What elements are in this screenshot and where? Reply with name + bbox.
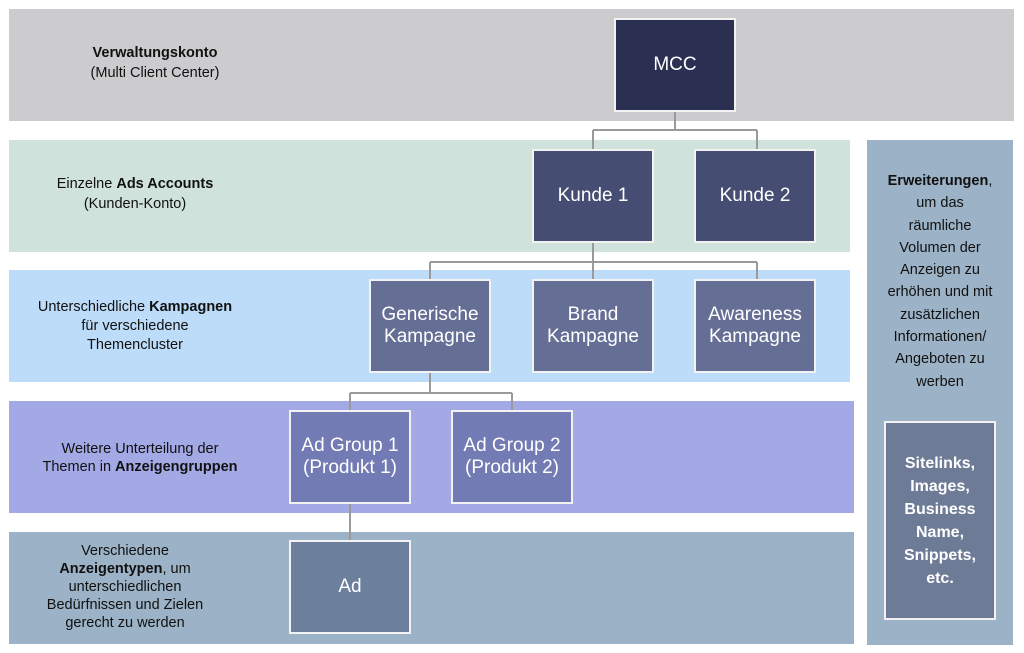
erweiterungen-line: Volumen der: [899, 239, 981, 256]
erweiterungen-line: räumliche: [908, 217, 972, 234]
row-label-suffix: , um: [162, 561, 191, 577]
row-label-bold: Ads Accounts: [116, 176, 214, 192]
row-label-kampagnen: Unterschiedliche Kampagnen für verschied…: [10, 298, 260, 355]
band-verwaltungskonto: [9, 9, 1014, 121]
row-label-bold: Anzeigentypen: [59, 561, 163, 577]
row-label-anzeigentypen: Verschiedene Anzeigentypen, um unterschi…: [10, 542, 240, 632]
row-label-prefix: Unterschiedliche: [37, 299, 150, 315]
row-label-bold: Kampagnen: [149, 299, 233, 315]
row-label-line: gerecht zu werden: [65, 615, 185, 631]
node-awareness-kampagne: Awareness Kampagne: [694, 279, 816, 373]
row-label-line: (Multi Client Center): [90, 65, 220, 81]
node-label-line1: Brand: [567, 304, 619, 325]
row-label-anzeigengruppen: Weitere Unterteilung der Themen in Anzei…: [20, 440, 260, 476]
row-label-line: Bedürfnissen und Zielen: [46, 597, 204, 613]
node-label-line2: Kampagne: [547, 326, 639, 347]
row-label-prefix: Einzelne: [56, 176, 117, 192]
row-label-line: Themencluster: [87, 337, 183, 353]
erweiterungen-description: Erweiterungen, um das räumliche Volumen …: [870, 170, 1010, 393]
erweiterungen-item: Business: [904, 500, 976, 518]
node-label-line2: (Produkt 2): [465, 457, 559, 478]
node-ad-group-2: Ad Group 2 (Produkt 2): [451, 410, 573, 504]
node-label: MCC: [653, 54, 697, 75]
row-label-bold: Verwaltungskonto: [92, 45, 218, 61]
row-label-line: für verschiedene: [81, 318, 189, 334]
erweiterungen-line: zusätzlichen: [900, 306, 980, 323]
erweiterungen-line: um das: [916, 195, 964, 212]
row-label-verwaltungskonto: Verwaltungskonto (Multi Client Center): [30, 43, 280, 83]
erweiterungen-item: etc.: [926, 569, 954, 587]
node-label-line2: Kampagne: [709, 326, 801, 347]
node-label: Kunde 1: [557, 185, 629, 206]
row-label-ads-accounts: Einzelne Ads Accounts (Kunden-Konto): [10, 174, 260, 214]
node-label: Kunde 2: [719, 185, 791, 206]
connector-kunde1-kampagnen: [429, 243, 758, 279]
node-label-line2: Kampagne: [384, 326, 476, 347]
erweiterungen-item: Images,: [910, 477, 970, 495]
node-label-line1: Awareness: [708, 304, 802, 325]
node-ad: Ad: [289, 540, 411, 634]
row-label-prefix: Themen in: [42, 459, 116, 475]
erweiterungen-item: Snippets,: [903, 546, 976, 564]
node-mcc: MCC: [614, 18, 736, 112]
erweiterungen-title-suffix: ,: [988, 173, 993, 189]
erweiterungen-title: Erweiterungen: [887, 173, 989, 189]
row-label-line: Verschiedene: [81, 543, 169, 559]
node-kunde-2: Kunde 2: [694, 149, 816, 243]
row-label-bold: Anzeigengruppen: [115, 459, 238, 475]
node-erweiterungen-list: Sitelinks, Images, Business Name, Snippe…: [884, 421, 996, 620]
connector-generische-adgroups: [349, 373, 513, 410]
erweiterungen-item: Name,: [915, 523, 965, 541]
row-label-line: (Kunden-Konto): [83, 196, 187, 212]
row-label-line: Weitere Unterteilung der: [61, 441, 219, 457]
node-ad-group-1: Ad Group 1 (Produkt 1): [289, 410, 411, 504]
node-label-line1: Ad Group 2: [463, 435, 561, 456]
node-generische-kampagne: Generische Kampagne: [369, 279, 491, 373]
connector-mcc-kunden: [592, 112, 758, 149]
erweiterungen-line: Informationen/: [893, 329, 987, 346]
node-label: Ad: [338, 576, 362, 597]
erweiterungen-line: Angeboten zu: [895, 351, 985, 368]
node-brand-kampagne: Brand Kampagne: [532, 279, 654, 373]
band-anzeigentypen: [9, 532, 854, 644]
erweiterungen-line: erhöhen und mit: [887, 284, 993, 301]
row-label-line: unterschiedlichen: [68, 579, 182, 595]
node-kunde-1: Kunde 1: [532, 149, 654, 243]
erweiterungen-line: werben: [916, 373, 964, 390]
node-label-line2: (Produkt 1): [303, 457, 397, 478]
node-label-line1: Generische: [381, 304, 479, 325]
band-anzeigengruppen: [9, 401, 854, 513]
node-label-line1: Ad Group 1: [301, 435, 399, 456]
erweiterungen-item: Sitelinks,: [904, 454, 976, 472]
erweiterungen-line: Anzeigen zu: [900, 262, 980, 279]
